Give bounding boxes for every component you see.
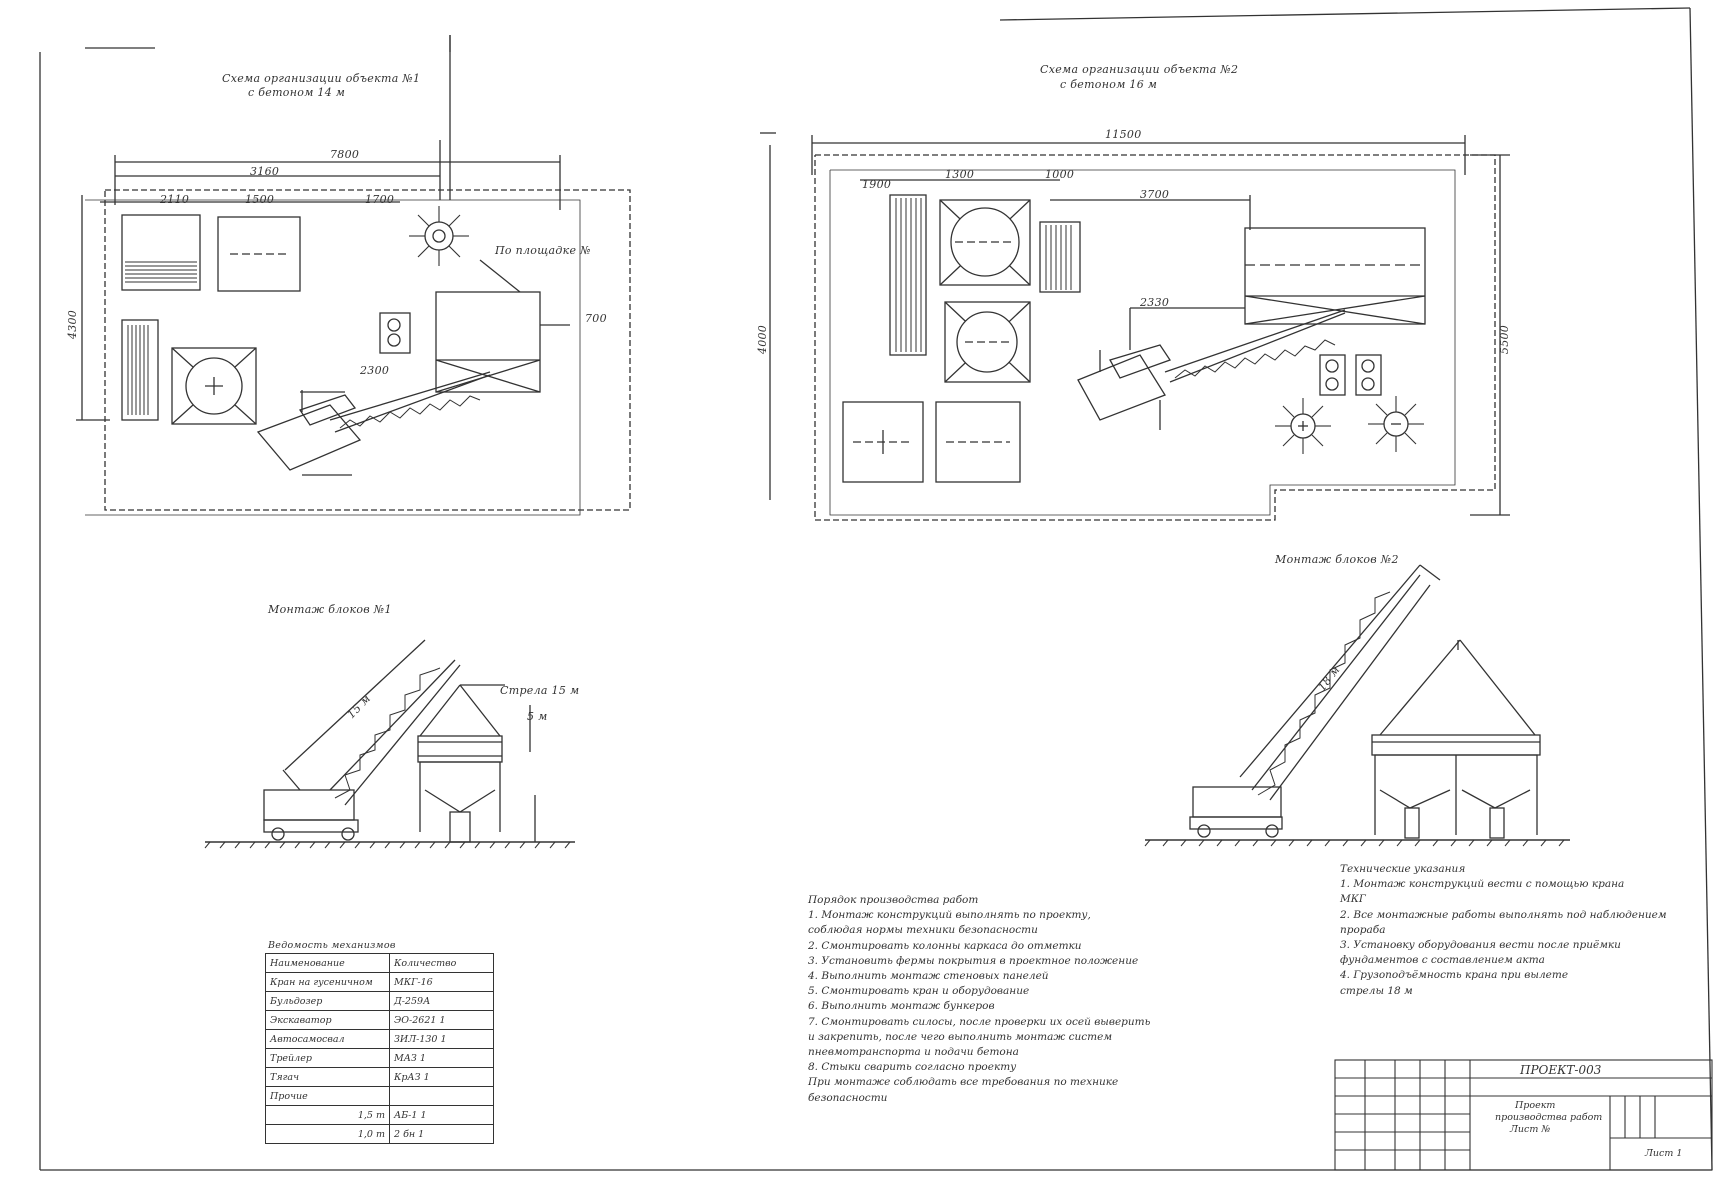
note-line: фундаментов с составлением акта [1340, 954, 1545, 967]
table-cell: Кран на гусеничном [265, 972, 390, 992]
table-cell: КрАЗ 1 [389, 1067, 494, 1087]
table-cell: 1,5 т [265, 1105, 390, 1125]
right-dim-crane: 2330 [1140, 296, 1170, 309]
left-plan-note: По площадке № [495, 244, 591, 257]
left-plan-title-line1: Схема организации объекта №1 [222, 72, 421, 85]
table-cell: Автосамосвал [265, 1029, 390, 1049]
right-dim-d3: 1000 [1045, 168, 1075, 181]
right-elevation [1144, 564, 1570, 847]
table-cell: Трейлер [265, 1048, 390, 1068]
note-line: 1. Монтаж конструкций вести с помощью кр… [1340, 878, 1625, 891]
note-line: 5. Смонтировать кран и оборудование [808, 985, 1030, 998]
table-cell: 1,0 т [265, 1124, 390, 1144]
center-notes: Порядок производства работ 1. Монтаж кон… [808, 893, 1150, 1106]
table-cell: Прочие [265, 1086, 390, 1106]
left-dim-height: 4300 [66, 309, 80, 340]
table-cell: Д-259А [389, 991, 494, 1011]
left-elevation [204, 639, 575, 849]
left-plan-title-line2: с бетоном 14 м [248, 86, 346, 99]
right-dim-d2: 1300 [945, 168, 975, 181]
note-line: 6. Выполнить монтаж бункеров [808, 1000, 995, 1013]
note-line: При монтаже соблюдать все требования по … [808, 1076, 1119, 1089]
left-plan-crane [256, 371, 491, 476]
table-cell: Наименование [265, 953, 390, 973]
note-line: и закрепить, после чего выполнить монтаж… [808, 1030, 1113, 1043]
table-cell: ЭО-2621 1 [389, 1010, 494, 1030]
note-line: 4. Грузоподъёмность крана при вылете [1340, 969, 1569, 982]
left-dim-d2: 1500 [245, 193, 275, 206]
note-line: пневмотранспорта и подачи бетона [808, 1046, 1019, 1059]
note-line: безопасности [808, 1091, 888, 1104]
table-cell: Тягач [265, 1067, 390, 1087]
title-block-line1: Проект [1515, 1100, 1556, 1111]
note-line: 4. Выполнить монтаж стеновых панелей [808, 970, 1049, 983]
note-line: 3. Установку оборудования вести после пр… [1340, 939, 1621, 952]
title-block-code: ПРОЕКТ-003 [1520, 1063, 1602, 1077]
center-notes-title: Порядок производства работ [808, 894, 979, 906]
table-cell [389, 1086, 494, 1106]
left-dim-total: 7800 [330, 148, 360, 161]
right-plan-title-line2: с бетоном 16 м [1060, 78, 1158, 91]
left-dim-left: 3160 [250, 165, 280, 178]
right-notes-title: Технические указания [1340, 863, 1466, 875]
table-cell: Количество [389, 953, 494, 973]
left-dim-d1: 2110 [160, 193, 190, 206]
right-site-plan [760, 132, 1510, 521]
left-site-plan [76, 35, 631, 516]
note-line: МКГ [1340, 893, 1366, 906]
left-elevation-label: Стрела 15 м [500, 684, 580, 697]
right-notes: Технические указания 1. Монтаж конструкц… [1340, 862, 1667, 999]
note-line: стрелы 18 м [1340, 984, 1413, 997]
note-line: 7. Смонтировать силосы, после проверки и… [808, 1015, 1151, 1028]
note-line: соблюдая нормы техники безопасности [808, 924, 1038, 937]
left-elevation-title: Монтаж блоков №1 [268, 603, 392, 616]
left-dim-side: 700 [585, 312, 607, 325]
spec-table-caption: Ведомость механизмов [268, 940, 396, 951]
note-line: 2. Смонтировать колонны каркаса до отмет… [808, 939, 1082, 952]
right-elevation-title: Монтаж блоков №2 [1275, 553, 1399, 566]
title-block-line3: Лист № [1510, 1124, 1551, 1135]
left-elevation-height: 5 м [527, 710, 548, 723]
note-line: 1. Монтаж конструкций выполнять по проек… [808, 909, 1091, 922]
right-dim-total: 11500 [1105, 128, 1142, 141]
right-dim-height: 5500 [1498, 324, 1512, 355]
right-dim-d1: 1900 [862, 178, 892, 191]
table-cell: МАЗ 1 [389, 1048, 494, 1068]
title-block-sheet: Лист 1 [1645, 1148, 1683, 1159]
left-dim-crane: 2300 [360, 364, 390, 377]
right-plan-crane [1077, 309, 1346, 430]
note-line: 2. Все монтажные работы выполнять под на… [1340, 908, 1667, 921]
right-dim-side: 4000 [756, 324, 770, 355]
table-cell: АБ-1 1 [389, 1105, 494, 1125]
table-cell: Экскаватор [265, 1010, 390, 1030]
title-block-grid [1334, 1059, 1713, 1171]
note-line: прораба [1340, 923, 1386, 936]
title-block-line2: производства работ [1495, 1112, 1603, 1123]
table-cell: Бульдозер [265, 991, 390, 1011]
table-cell: ЗИЛ-130 1 [389, 1029, 494, 1049]
title-block: ПРОЕКТ-003 Проект производства работ Лис… [1335, 1060, 1715, 1172]
table-row: Прочие [265, 1086, 494, 1106]
note-line: 3. Установить фермы покрытия в проектное… [808, 954, 1139, 967]
left-dim-d3: 1700 [365, 193, 395, 206]
right-dim-d4: 3700 [1140, 188, 1170, 201]
table-cell: МКГ-16 [389, 972, 494, 992]
table-cell: 2 бн 1 [389, 1124, 494, 1144]
note-line: 8. Стыки сварить согласно проекту [808, 1061, 1017, 1074]
right-plan-title-line1: Схема организации объекта №2 [1040, 63, 1239, 76]
